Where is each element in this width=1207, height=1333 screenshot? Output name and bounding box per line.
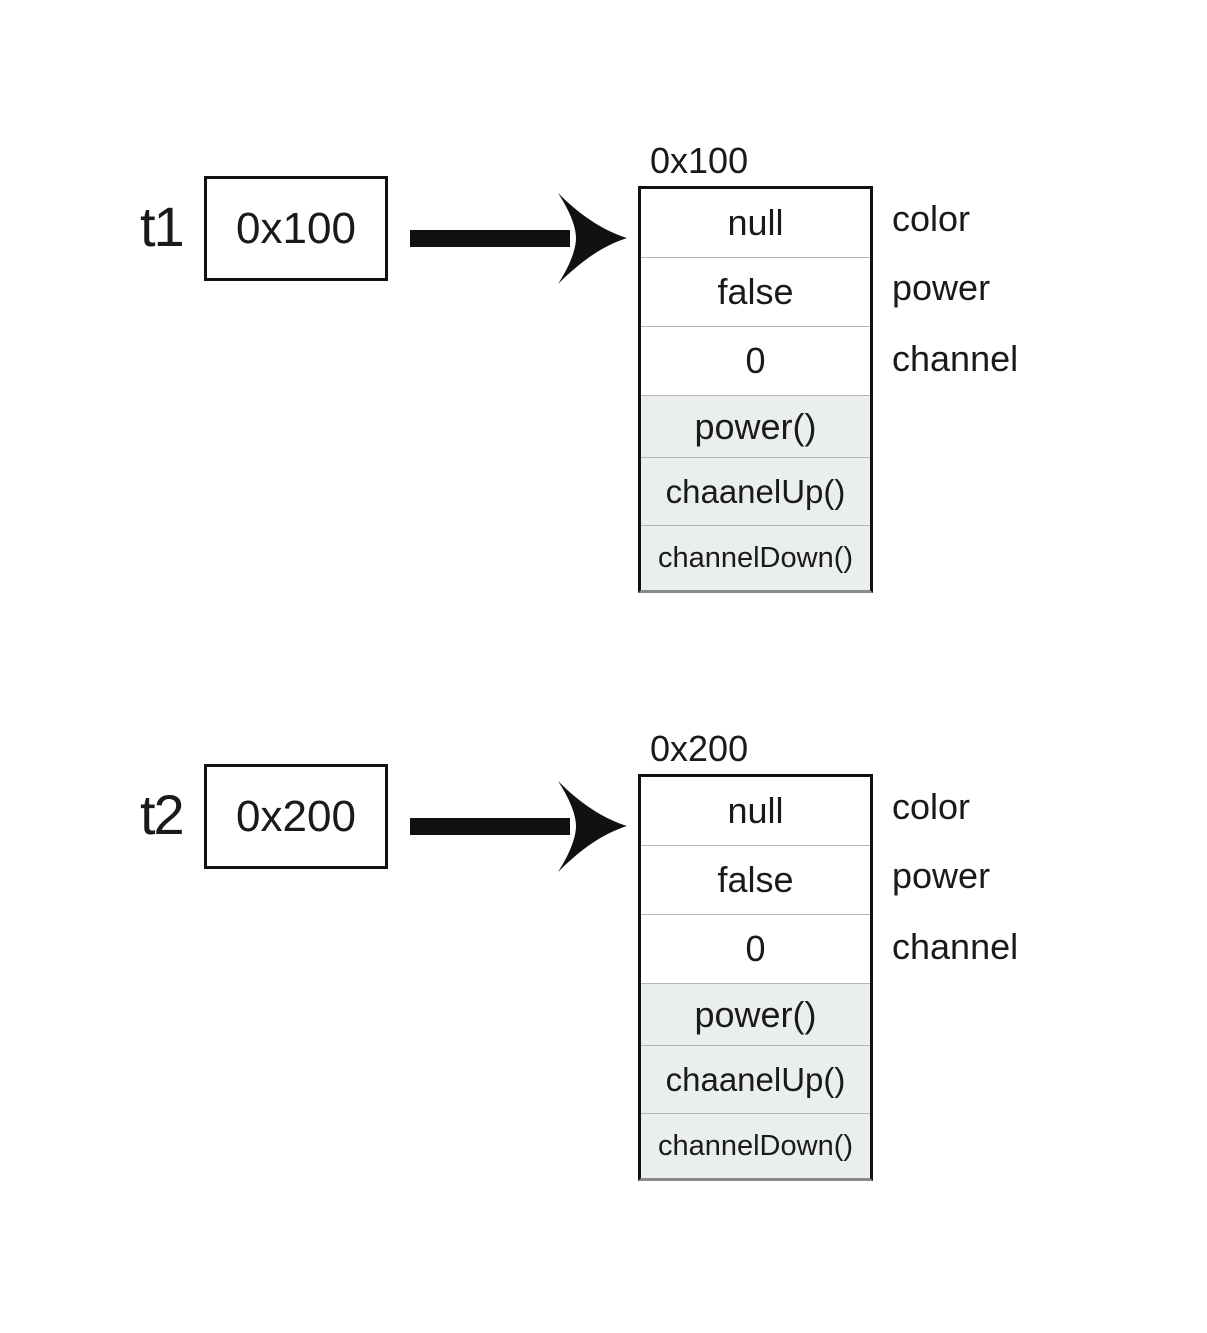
object-address: 0x100 [650, 140, 749, 181]
field-name-channel: channel [892, 926, 1019, 967]
object-address: 0x200 [650, 728, 749, 769]
reference-diagram-t2: t2 0x200 0x200 null false 0 power() chaa… [0, 588, 1207, 1181]
method-channel-down: channelDown() [641, 1114, 870, 1178]
field-value-color: null [641, 777, 870, 846]
variable-name: t1 [140, 195, 185, 258]
field-value-channel: 0 [641, 327, 870, 396]
field-name-power: power [892, 267, 991, 308]
field-value-power: false [641, 258, 870, 327]
field-name-color: color [892, 786, 971, 827]
field-name-power: power [892, 855, 991, 896]
method-power: power() [641, 396, 870, 458]
field-value-color: null [641, 189, 870, 258]
field-name-channel: channel [892, 338, 1019, 379]
variable-name: t2 [140, 783, 185, 846]
arrow-icon [410, 193, 627, 284]
method-channel-down: channelDown() [641, 526, 870, 590]
reference-value-box: 0x100 [204, 176, 388, 281]
object-table: null false 0 power() chaanelUp() channel… [638, 186, 873, 593]
object-table: null false 0 power() chaanelUp() channel… [638, 774, 873, 1181]
field-name-color: color [892, 198, 971, 239]
field-value-channel: 0 [641, 915, 870, 984]
reference-diagram-t1: t1 0x100 0x100 null false 0 power() chaa… [0, 0, 1207, 593]
method-power: power() [641, 984, 870, 1046]
field-value-power: false [641, 846, 870, 915]
method-channel-up: chaanelUp() [641, 1046, 870, 1114]
arrow-icon [410, 781, 627, 872]
method-channel-up: chaanelUp() [641, 458, 870, 526]
reference-value-box: 0x200 [204, 764, 388, 869]
